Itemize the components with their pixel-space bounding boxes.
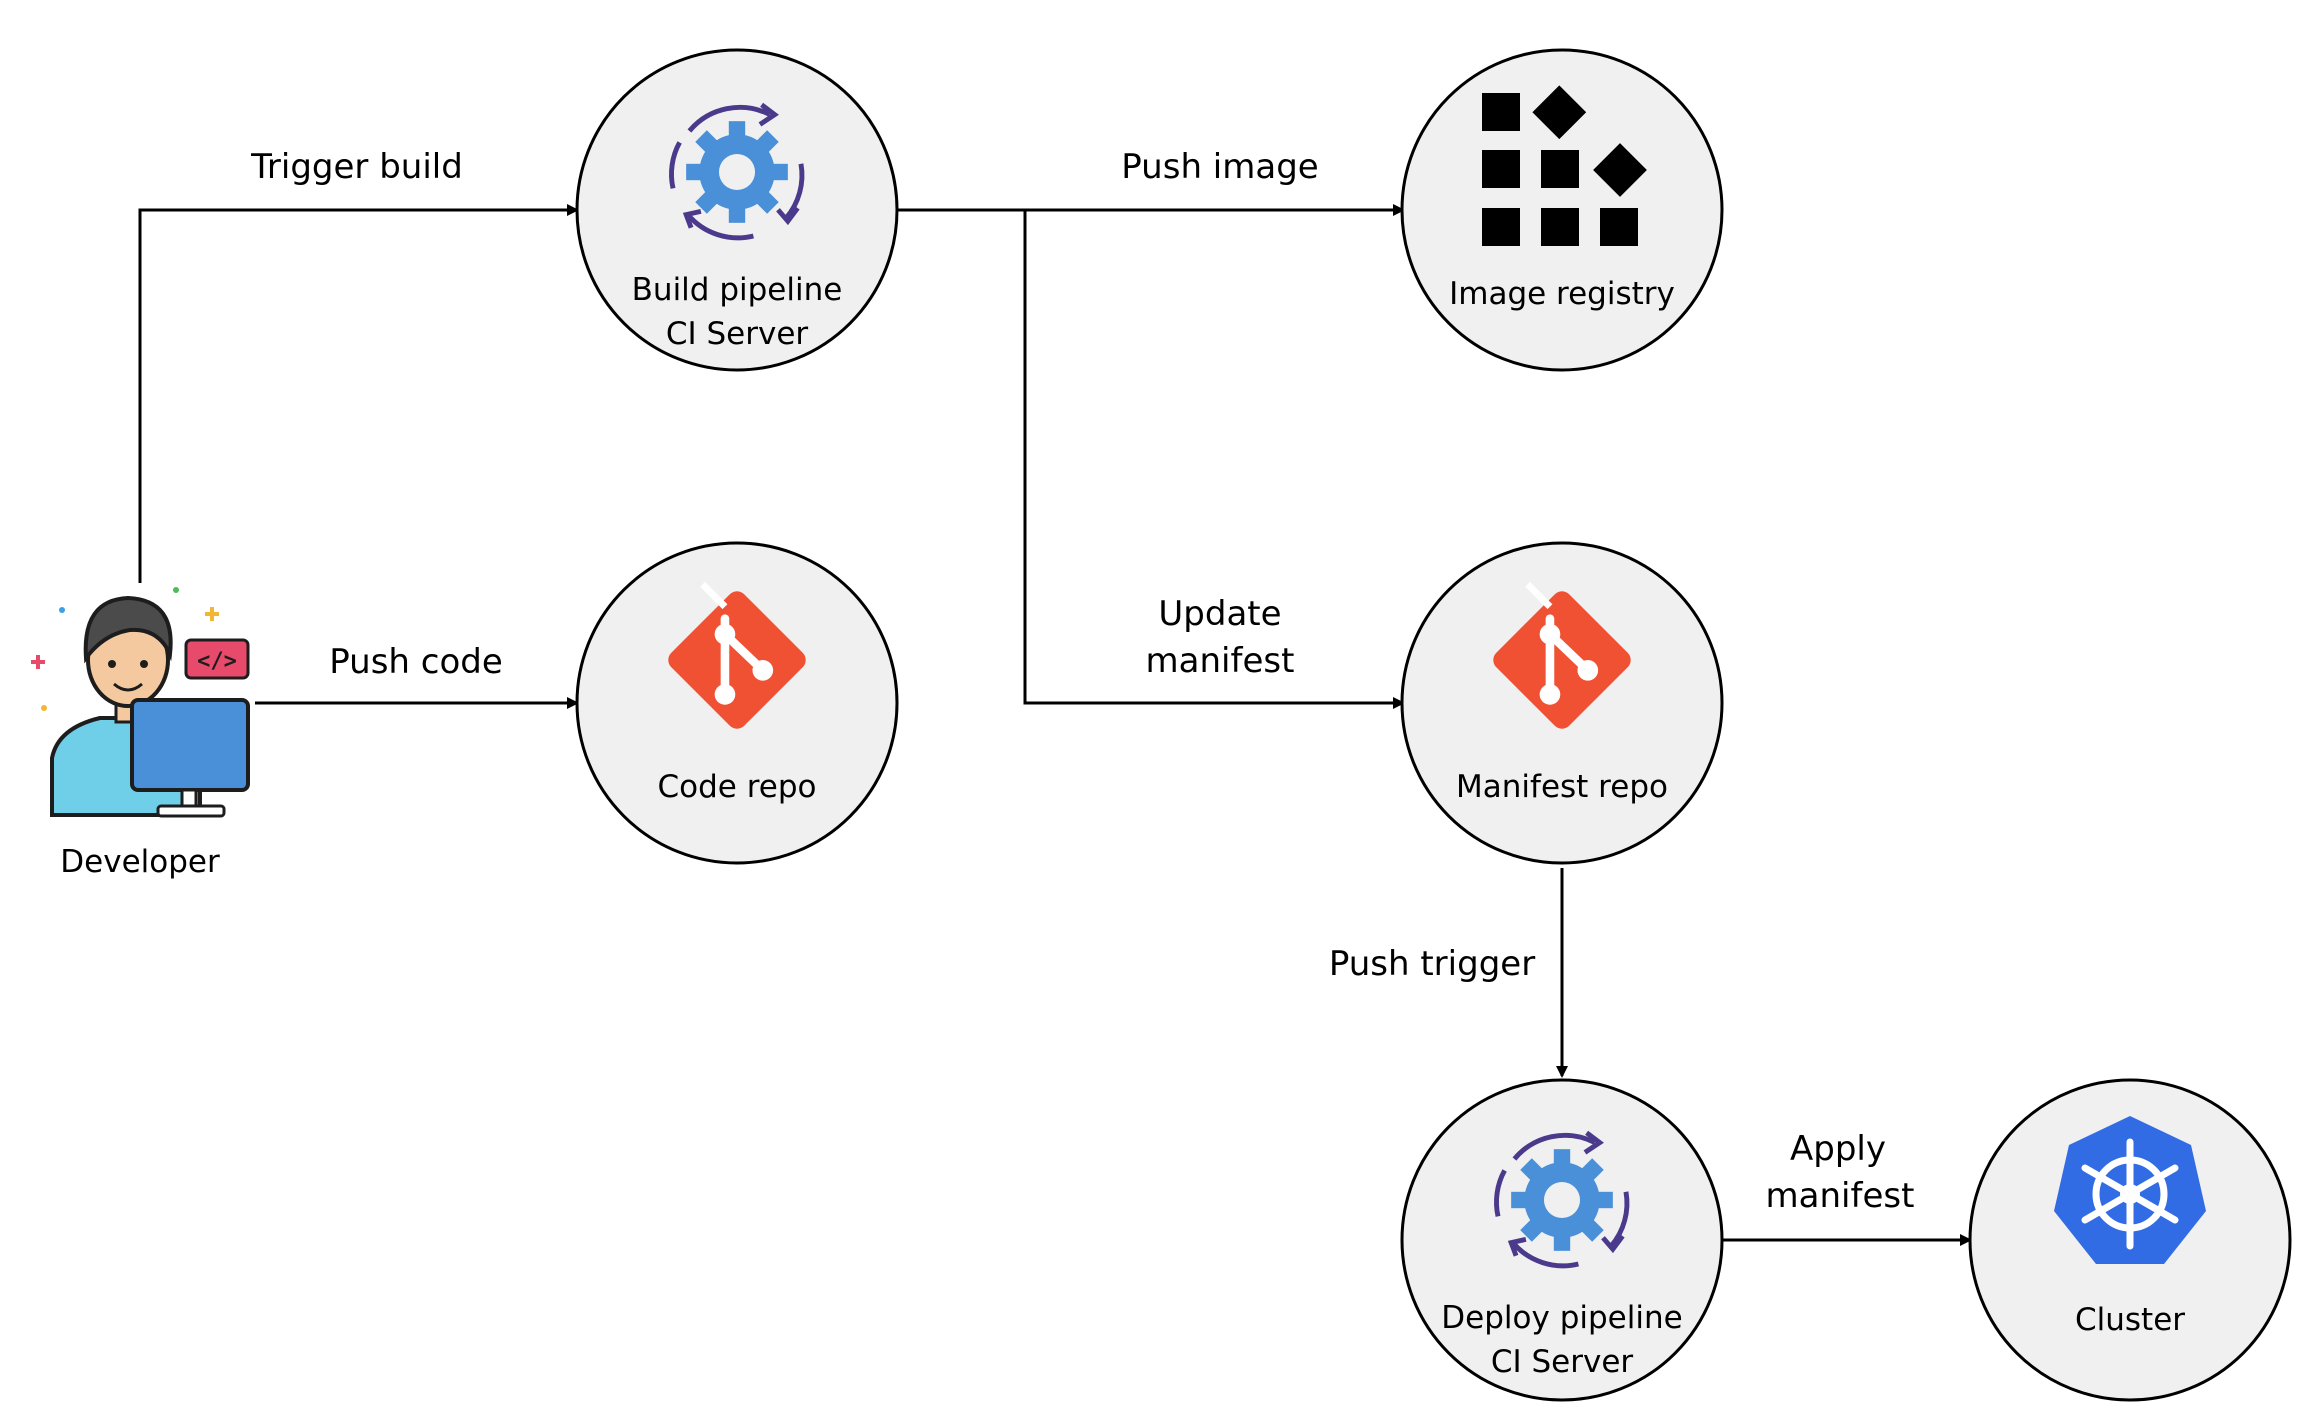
- edge-label-push-code: Push code: [329, 642, 503, 682]
- node-cluster: Cluster: [1968, 1078, 2292, 1402]
- node-deploy-pipeline: Deploy pipeline CI Server: [1400, 1078, 1724, 1402]
- developer-avatar-icon: </>: [31, 587, 250, 818]
- edge-label-apply-manifest: manifest: [1766, 1176, 1915, 1216]
- edge-label-push-image: Push image: [1121, 147, 1318, 187]
- registry-label: Image registry: [1449, 276, 1675, 312]
- kubernetes-helm-icon: [2054, 1116, 2206, 1264]
- edge-update-manifest: Update manifest: [1023, 210, 1405, 709]
- node-build-pipeline: Build pipeline CI Server: [575, 48, 899, 372]
- node-image-registry: Image registry: [1400, 48, 1724, 372]
- edge-label-apply: Apply: [1790, 1129, 1886, 1169]
- edge-label-manifest: manifest: [1146, 641, 1295, 681]
- node-code-repo: Code repo: [575, 541, 899, 865]
- deploy-label-line1: Deploy pipeline: [1441, 1300, 1682, 1336]
- developer-label: Developer: [60, 844, 220, 880]
- deploy-label-line2: CI Server: [1491, 1344, 1634, 1380]
- build-label-line2: CI Server: [666, 316, 809, 352]
- node-developer: </> Developer: [31, 587, 250, 880]
- node-manifest-repo: Manifest repo: [1400, 541, 1724, 865]
- edge-label-update: Update: [1158, 594, 1281, 634]
- manifest-repo-label: Manifest repo: [1456, 769, 1668, 805]
- edge-apply-manifest: Apply manifest: [1722, 1129, 1972, 1246]
- code-repo-label: Code repo: [658, 769, 817, 805]
- edge-push-code: Push code: [255, 642, 579, 709]
- edge-push-trigger: Push trigger: [1329, 868, 1568, 1078]
- edge-push-image: Push image: [897, 147, 1405, 216]
- edge-label-push-trigger: Push trigger: [1329, 944, 1535, 984]
- cluster-label: Cluster: [2075, 1302, 2185, 1338]
- edge-label-trigger-build: Trigger build: [250, 147, 463, 187]
- edge-trigger-build: Trigger build: [138, 147, 579, 583]
- svg-text:</>: </>: [197, 649, 237, 674]
- build-label-line1: Build pipeline: [632, 272, 843, 308]
